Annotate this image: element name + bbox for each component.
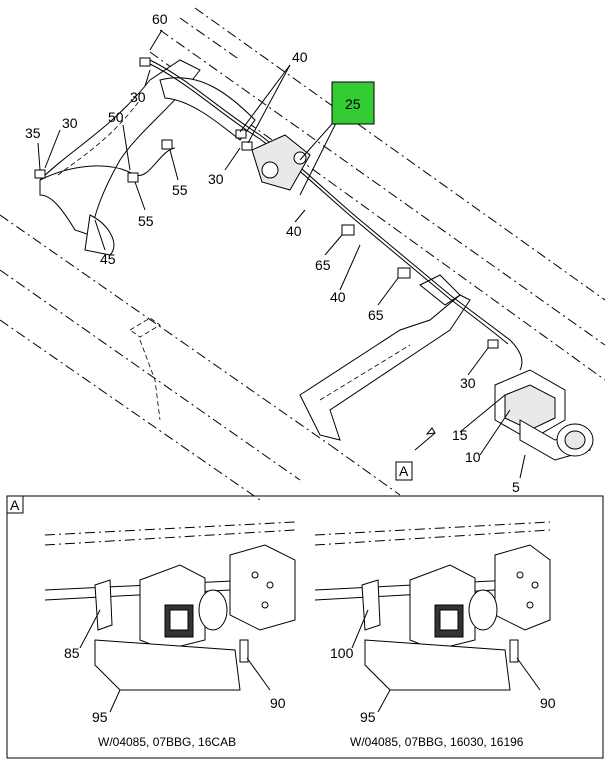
view-ref-box [395, 461, 413, 481]
callout-85: 85 [64, 645, 80, 661]
frame-rails [0, 7, 606, 501]
callout-15: 15 [452, 427, 468, 443]
caption-right: W/04085, 07BBG, 16030, 16196 [350, 735, 524, 749]
view-ref-label: A [399, 463, 409, 479]
callout-30-left: 30 [62, 115, 78, 131]
mid-section [129, 317, 161, 421]
callout-35: 35 [25, 125, 41, 141]
callout-30-right: 30 [460, 375, 476, 391]
callout-10: 10 [465, 449, 481, 465]
callout-95-right: 95 [360, 709, 376, 725]
callout-60: 60 [152, 11, 168, 27]
starter-assembly [251, 134, 311, 191]
callout-55-b: 55 [138, 213, 154, 229]
left-crossmember [39, 59, 256, 256]
callout-95-left: 95 [92, 709, 108, 725]
callout-30-top: 30 [130, 89, 146, 105]
callout-55-a: 55 [172, 182, 188, 198]
leader-lines [37, 29, 526, 479]
detail-view: A 85 95 [6, 495, 604, 759]
detail-frame [6, 495, 604, 759]
callout-30-mid: 30 [208, 171, 224, 187]
callout-90-right: 90 [540, 695, 556, 711]
callout-40-top: 40 [292, 49, 308, 65]
callout-90-left: 90 [270, 695, 286, 711]
callout-25: 25 [345, 96, 361, 112]
battery-disconnect [494, 369, 594, 461]
right-crossmember [299, 274, 471, 441]
caption-left: W/04085, 07BBG, 16CAB [98, 735, 236, 749]
callout-50: 50 [108, 109, 124, 125]
detail-left: 85 95 90 W/04085, 07BBG, 16CAB [44, 521, 296, 749]
callout-40-mid: 40 [286, 223, 302, 239]
callout-5: 5 [512, 479, 520, 495]
callout-40-low: 40 [330, 289, 346, 305]
harness-clips [34, 57, 499, 349]
highlight-callout-box [331, 81, 375, 125]
callout-65-b: 65 [368, 307, 384, 323]
callout-65-a: 65 [315, 257, 331, 273]
callout-45: 45 [100, 251, 116, 267]
detail-tag-box [6, 495, 24, 514]
detail-right: 100 95 90 W/04085, 07BBG, 16030, 16196 [314, 521, 556, 749]
callout-100: 100 [330, 645, 354, 661]
main-view: 60 30 35 30 50 40 25 30 55 55 45 40 65 4… [0, 7, 606, 501]
detail-tag-label: A [10, 497, 20, 513]
